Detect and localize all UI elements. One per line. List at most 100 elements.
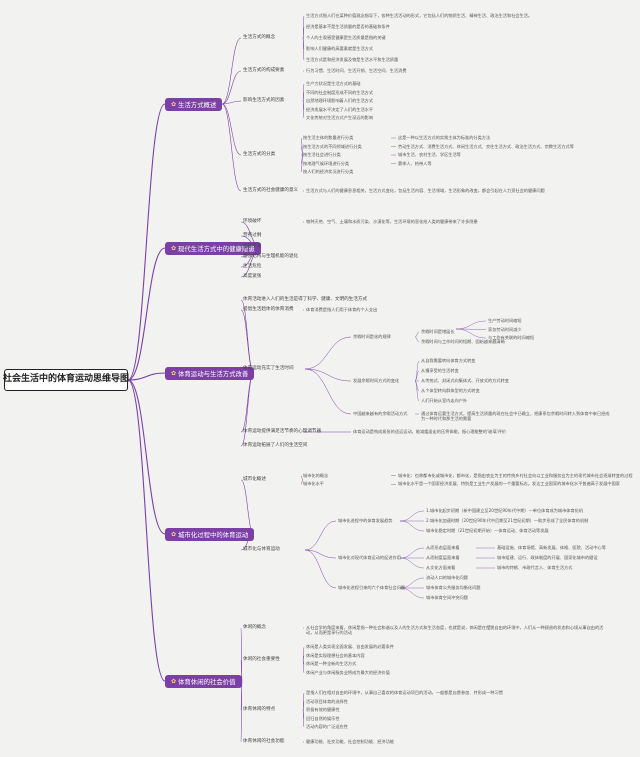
sub-node[interactable]: 生活危险	[243, 264, 262, 269]
leaf-node[interactable]: 城市体育空间冲突问题	[426, 595, 468, 600]
leaf-node[interactable]: 流动人口的城市化问题	[426, 575, 468, 580]
leaf-node[interactable]: 休闲产业与休闲服务业将成为最大的经济价值	[306, 669, 390, 675]
leaf-node[interactable]: 活动内容的广泛适应性	[306, 724, 348, 729]
leaf-node[interactable]: 从自我需要转向体育方式转变	[421, 358, 476, 363]
sub-node[interactable]: 提倡生活趋体的体育消费	[243, 307, 294, 312]
sub-node[interactable]: 体育活动进入人们的生活是得了科学、健康、文明的生活方式	[243, 297, 368, 302]
leaf-node[interactable]: 城市化水平	[303, 481, 324, 487]
branch-node[interactable]: ✿生活方式概述	[165, 98, 223, 111]
connector-line	[221, 103, 242, 156]
leaf-node[interactable]: 城市化稳定时期（21世纪初期开始）—体育运动、体育活动等发展	[426, 528, 549, 533]
leaf-node[interactable]: 按生活主体的数量进行分类	[303, 135, 354, 140]
leaf-node[interactable]: 行为习惯、生活时间、生活开销、生活空间、生活消费	[306, 68, 407, 73]
note-node[interactable]: 劳动生活方式、消费生活方式、休闲生活方式、交往生活方式、政治生活方式、宗教生活方…	[398, 143, 574, 149]
leaf-node[interactable]: 自然地理环境影响着人们的生活方式	[306, 98, 374, 103]
leaf-node[interactable]: 从慢享受的生活转变	[421, 368, 459, 373]
leaf-node[interactable]: 健康功能、社交功能、社会控制功能、经济功能	[306, 739, 394, 744]
root-node[interactable]: 社会生活中的体育运动思维导图	[3, 369, 129, 391]
leaf-node[interactable]: 从传统式、封闭式向集体式、开放式的方式转变	[421, 378, 509, 383]
leaf-node[interactable]: 余暇时间是增届长	[421, 329, 455, 334]
leaf-node[interactable]: 体育运动是构成紧张的适运运动，能减缓虚走的压将体能，振心理能整的'玻璃'评价	[353, 429, 507, 434]
branch-node[interactable]: ✿现代生活方式中的健康隐患	[165, 242, 261, 255]
leaf-node[interactable]: 体育消费是指人们用于体育的个人支出	[306, 307, 378, 312]
sub-node[interactable]: 城市化概述	[243, 477, 266, 482]
note-node[interactable]: 这是一种以生活方式的实践主体为标准的分类方法	[398, 135, 491, 140]
note-node[interactable]: 城市组建、运行、政体制度的开展、国家化城市的健设	[497, 555, 598, 560]
leaf-node[interactable]: 不同的社会制度形成不同的生活方式	[306, 89, 374, 95]
leaf-node[interactable]: 生活方式指人们在某种价值观念指导下，各种生活活动的形式，它包括人们的物质生活、精…	[306, 13, 533, 18]
group-node[interactable]: 余暇时间是化的规律	[353, 334, 391, 339]
leaf-node[interactable]: 休闲是实现理想社会的基本内容	[306, 652, 365, 658]
sub-node[interactable]: 生活方式的分类	[243, 152, 276, 157]
leaf-node[interactable]: 按生活方式的不同领域进行分类	[303, 143, 362, 149]
leaf-node[interactable]: 家务劳动时间减少	[488, 326, 522, 332]
sub-node[interactable]: 生活方式的构成要素	[243, 68, 285, 73]
leaf-node[interactable]: 是指人们在相对自由的环境中，从事自己喜欢的体育运动项目的活动，一般都是自愿参加、…	[306, 690, 503, 695]
connector-line	[127, 372, 166, 381]
sub-node[interactable]: 膳食结构与生理机能的退化	[243, 254, 299, 259]
sub-node[interactable]: 环境破坏	[243, 219, 262, 224]
leaf-node[interactable]: 通过体育运要生活方式，提高生活质量的现在社会中已确立，把康系包余暇时间转入到体育…	[421, 411, 610, 422]
sub-node[interactable]: 休闲的社会重要性	[243, 657, 280, 662]
leaf-node[interactable]: 按生活社会进行分类	[303, 152, 341, 157]
group-node[interactable]: 城市化进程引来的六个体育社会问题	[338, 585, 406, 590]
leaf-node[interactable]: 生产劳动时间缩短	[488, 318, 522, 323]
group-node[interactable]: 中国越来越有的余暇活动方式	[353, 411, 408, 416]
connector-line	[221, 37, 242, 105]
note-node[interactable]: 城市化水平是一个国家经济发展、特别是工业生产发展的一个重要标志。发达工业国家的城…	[398, 481, 620, 487]
group-node[interactable]: 城市化对现代体育运动的促进作用	[338, 555, 401, 560]
leaf-node[interactable]: 按地理气候环境进行分类	[303, 160, 350, 166]
leaf-node[interactable]: 从文化方面来看	[426, 565, 456, 570]
leaf-node[interactable]: 余暇时间与工作时间的短期、固始越来越清晰	[421, 339, 505, 344]
leaf-node[interactable]: 城市体育公共服务均衡化问题	[426, 585, 481, 590]
leaf-node[interactable]: 休闲是人类实现全面发展、自由发展的必要条件	[306, 644, 394, 650]
sub-node[interactable]: 影响生活方式的因素	[243, 98, 285, 103]
note-node[interactable]: 城市生活、农村生活、学区生活等	[398, 152, 461, 157]
leaf-node[interactable]: 从个体型转向群体型的方式转变	[421, 388, 480, 393]
leaf-node[interactable]: 休闲是一种全新的生活方式	[306, 661, 357, 667]
sub-node[interactable]: 体育运动提供满足活节奏的心理调节器	[243, 429, 322, 434]
leaf-node[interactable]: 个人的主观感受健康是生活质量是指的关键	[306, 35, 386, 40]
connector-line	[399, 520, 425, 532]
sub-node[interactable]: 体育运动充实了生活时间	[243, 366, 294, 371]
sub-node[interactable]: 休闲的概念	[243, 625, 266, 630]
sub-node[interactable]: 体育休闲的社会功能	[243, 739, 285, 744]
sub-node[interactable]: 生活方式的社会健康的意义	[243, 188, 299, 193]
group-node[interactable]: 发展余暇时间方式的变化	[353, 378, 400, 383]
leaf-node[interactable]: 回归自然的娱乐性	[306, 715, 340, 721]
note-node[interactable]: 城市的特格、市政代言人、体育生活方式	[497, 565, 573, 570]
leaf-node[interactable]: 影响人们健康的高要素就是生活方式	[306, 46, 374, 51]
sub-node[interactable]: 运动不足	[243, 244, 262, 249]
sub-node[interactable]: 体育运动拓展了人们的生活空间	[243, 443, 308, 448]
leaf-node[interactable]: 生活方式与人们的健康息息相关，生活方式变化，包括生活内容、生活领域，生活形象的改…	[306, 188, 545, 193]
note-node[interactable]: 城市化：也称都市化或城市化，都市化，是指由农业为主的传统乡村社会向以工业和服务业…	[398, 472, 633, 478]
leaf-node[interactable]: 按人们的经济状况进行分类	[303, 169, 354, 174]
leaf-node[interactable]: 1.城市化起步初期（新中国建立至20世纪90年代中期）—单位体育成为城市体育化机	[426, 508, 584, 513]
sub-node[interactable]: 城市化与体育运动	[243, 547, 280, 552]
leaf-node[interactable]: 从而形态层面来看	[426, 545, 460, 550]
sub-node[interactable]: 高度紧张	[243, 274, 262, 279]
sub-node[interactable]: 体育休闲的特点	[243, 707, 276, 712]
sub-node[interactable]: 营养过剩	[243, 233, 262, 238]
leaf-node[interactable]: 物种灭绝、空气、土壤和水质污染、沙漠化等，生活环境的恶化给人类的健康带来了许多隐…	[306, 219, 478, 224]
leaf-node[interactable]: 从社会学的角度来看，休闲是指一种社会和谐以及人的生活方式和生活态度，也就是说，休…	[306, 625, 604, 636]
branch-node[interactable]: ✿体育休闲的社会价值	[165, 675, 242, 688]
leaf-node[interactable]: 活动项目体育的选择性	[306, 698, 348, 704]
note-node[interactable]: 基础设施、体育场馆、高新发展、体格、医院、活动中心等	[497, 545, 606, 550]
leaf-node[interactable]: 生活方式是和经济发展及物是生活水平和生活质量	[306, 57, 399, 62]
leaf-node[interactable]: 经济是基本不是生活质量的是否的基础和条件	[306, 24, 390, 29]
leaf-node[interactable]: 2.城市化加速时期（20世纪90年代中后期至21世纪初期）—助步形成了全民体育的…	[426, 518, 589, 523]
group-node[interactable]: 城市化进程中的体育发展趋势	[338, 518, 393, 523]
note-node[interactable]: 赛季人、热带人等	[398, 160, 432, 166]
leaf-node[interactable]: 文化传统对生活方式产生深远的影响	[306, 115, 374, 120]
leaf-node[interactable]: 与工作有关联的时间缩短	[488, 335, 535, 340]
leaf-node[interactable]: 城市化的概念	[303, 472, 329, 478]
leaf-node[interactable]: 生产力状况是生活方式的基础	[306, 81, 361, 86]
leaf-node[interactable]: 经济发展水平决定了人们的生活水平	[306, 106, 374, 112]
leaf-node[interactable]: 人们开始从室内走向户外	[421, 398, 468, 403]
sub-node[interactable]: 生活方式的概念	[243, 35, 276, 40]
leaf-node[interactable]: 积极有效的健康性	[306, 707, 340, 712]
leaf-node[interactable]: 从而制度层面来看	[426, 555, 460, 560]
branch-node[interactable]: ✿体育运动与生活方式改善	[165, 367, 255, 380]
branch-node[interactable]: ✿城市化过程中的体育运动	[165, 528, 255, 541]
